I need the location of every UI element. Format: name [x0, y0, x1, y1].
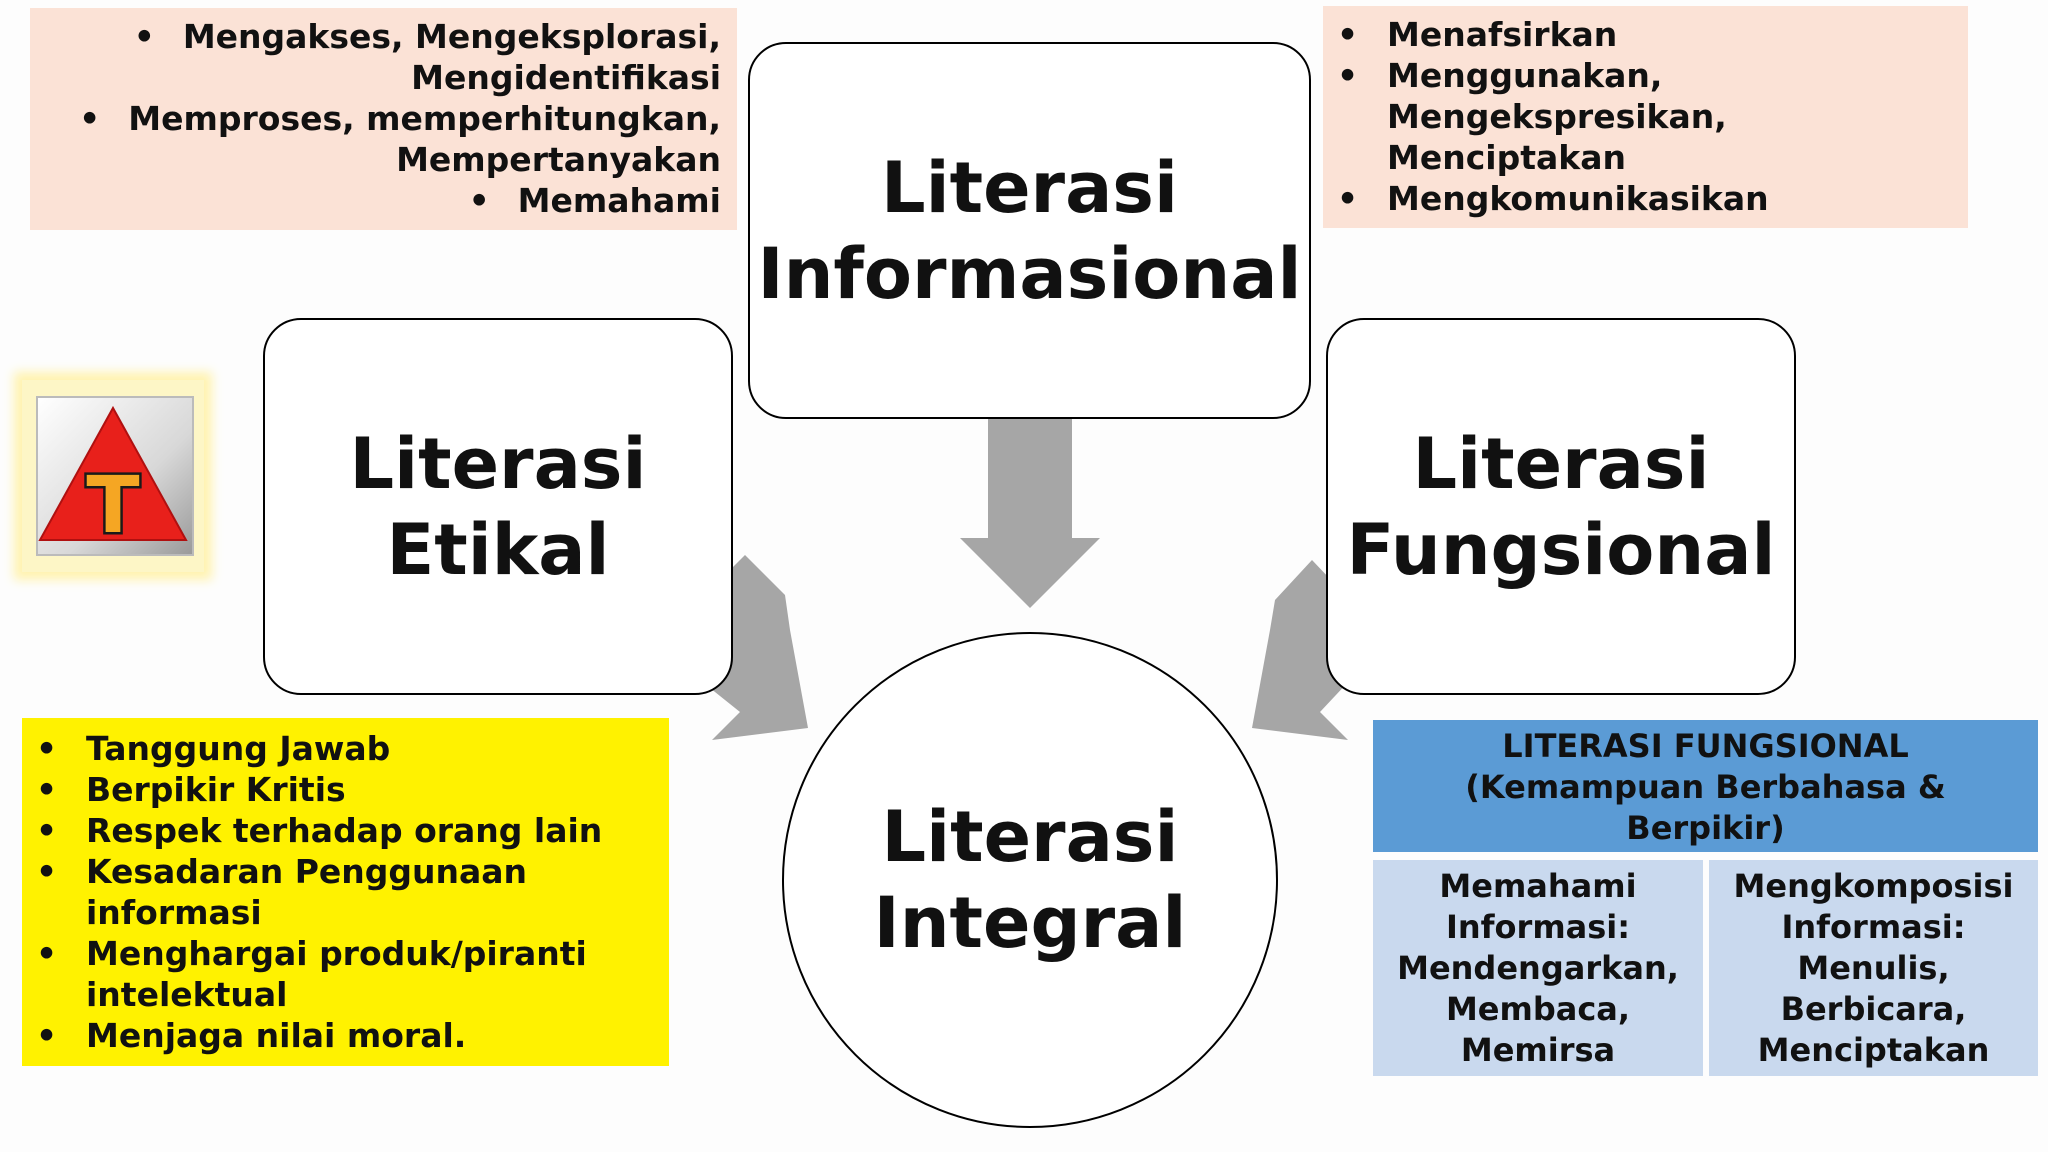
literasi-fungsional-box: Literasi Fungsional	[1326, 318, 1796, 695]
ethics-value-text: Tanggung Jawab	[86, 729, 391, 768]
function-skill-item: • Mengkomunikasikan	[1337, 178, 1968, 219]
function-skill-text: Mengekspresikan,	[1387, 97, 1727, 136]
bullet-icon: •	[133, 17, 155, 56]
table-line: (Kemampuan Berbahasa &	[1465, 768, 1946, 806]
ethics-value-text: Berpikir Kritis	[86, 770, 346, 809]
function-skill-item: • Menggunakan,	[1337, 55, 1968, 96]
concept-line1: Literasi	[349, 422, 647, 505]
concept-line1: Literasi	[1412, 422, 1710, 505]
literasi-integral-circle: Literasi Integral	[782, 632, 1278, 1128]
ethics-value-item: • Berpikir Kritis	[36, 769, 669, 810]
function-skills-box: • Menafsirkan • Menggunakan,Mengekspresikan…	[1323, 6, 1968, 228]
bullet-icon: •	[79, 99, 101, 138]
info-skill-item: • Mengakses, Mengeksplorasi,	[30, 16, 721, 57]
table-line: Mengkomposisi	[1733, 867, 2014, 905]
bullet-icon: •	[36, 934, 58, 973]
bullet-icon: •	[36, 770, 58, 809]
concept-line1: Literasi	[881, 796, 1179, 878]
info-skill-text: Memahami	[517, 181, 721, 220]
ethics-value-item: • Tanggung Jawab	[36, 728, 669, 769]
ethics-value-text: Menghargai produk/piranti	[86, 934, 587, 973]
ethics-values-box: • Tanggung Jawab • Berpikir Kritis • Respek t…	[22, 718, 669, 1066]
bullet-icon: •	[1337, 179, 1359, 218]
concept-line2: Informasional	[757, 232, 1302, 315]
table-line: Membaca,	[1445, 990, 1631, 1028]
bullet-icon: •	[36, 1016, 58, 1055]
ethics-value-item: intelektual	[36, 974, 669, 1015]
concept-line2: Integral	[873, 882, 1187, 964]
function-skill-text: Menafsirkan	[1387, 15, 1618, 54]
function-skill-item: • Menafsirkan	[1337, 14, 1968, 55]
bullet-icon: •	[1337, 15, 1359, 54]
ethics-value-text: Respek terhadap orang lain	[86, 811, 603, 850]
arrow-down	[960, 418, 1100, 608]
info-skill-item: Mengidentifikasi	[30, 57, 721, 98]
concept-line2: Etikal	[386, 508, 610, 591]
logo-letter: T	[86, 461, 139, 551]
info-skill-item: Mempertanyakan	[30, 139, 721, 180]
info-skill-item: • Memahami	[30, 180, 721, 221]
function-skill-item: Mengekspresikan,	[1337, 96, 1968, 137]
bullet-icon: •	[1337, 56, 1359, 95]
bullet-icon: •	[36, 811, 58, 850]
concept-line2: Fungsional	[1346, 508, 1776, 591]
ethics-value-item: • Menjaga nilai moral.	[36, 1015, 669, 1056]
table-line: LITERASI FUNGSIONAL	[1502, 727, 1909, 765]
table-line: Menulis,	[1797, 949, 1950, 987]
table-line: Informasi:	[1445, 908, 1631, 946]
table-line: Informasi:	[1781, 908, 1966, 946]
literasi-etikal-box: Literasi Etikal	[263, 318, 733, 695]
ethics-values-list: • Tanggung Jawab • Berpikir Kritis • Respek t…	[22, 718, 669, 1056]
function-skills-list: • Menafsirkan • Menggunakan,Mengekspresikan…	[1323, 6, 1968, 219]
info-skill-text: Mengidentifikasi	[411, 58, 721, 97]
info-skills-box: • Mengakses, Mengeksplorasi,Mengidentifik…	[30, 8, 737, 230]
info-skill-text: Memproses, memperhitungkan,	[128, 99, 721, 138]
logo: T	[22, 380, 204, 572]
arrow-right-diagonal	[1252, 560, 1350, 740]
literasi-fungsional-table: LITERASI FUNGSIONAL(Kemampuan Berbahasa …	[1373, 720, 2038, 1076]
table-line: Memahami	[1439, 867, 1637, 905]
bullet-icon: •	[468, 181, 490, 220]
function-skill-text: Menciptakan	[1387, 138, 1626, 177]
ethics-value-text: Menjaga nilai moral.	[86, 1016, 467, 1055]
ethics-value-item: informasi	[36, 892, 669, 933]
ethics-value-item: • Respek terhadap orang lain	[36, 810, 669, 851]
table-line: Menciptakan	[1757, 1031, 1990, 1069]
info-skill-item: • Memproses, memperhitungkan,	[30, 98, 721, 139]
literasi-informasional-box: Literasi Informasional	[748, 42, 1311, 419]
ethics-value-item: • Menghargai produk/piranti	[36, 933, 669, 974]
concept-line1: Literasi	[881, 146, 1178, 229]
ethics-value-text: informasi	[86, 893, 262, 932]
ethics-value-text: Kesadaran Penggunaan	[86, 852, 528, 891]
table-line: Mendengarkan,	[1397, 949, 1679, 987]
info-skill-text: Mengakses, Mengeksplorasi,	[182, 17, 721, 56]
info-skills-list: • Mengakses, Mengeksplorasi,Mengidentifik…	[30, 8, 737, 221]
function-skill-item: Menciptakan	[1337, 137, 1968, 178]
table-line: Berpikir)	[1626, 809, 1785, 847]
table-header: LITERASI FUNGSIONAL(Kemampuan Berbahasa …	[1373, 720, 2038, 852]
table-line: Berbicara,	[1780, 990, 1967, 1028]
ethics-value-text: intelektual	[86, 975, 288, 1014]
info-skill-text: Mempertanyakan	[396, 140, 721, 179]
function-skill-text: Mengkomunikasikan	[1387, 179, 1769, 218]
logo-triangle-icon: T	[38, 405, 188, 552]
bullet-icon: •	[36, 852, 58, 891]
ethics-value-item: • Kesadaran Penggunaan	[36, 851, 669, 892]
function-skill-text: Menggunakan,	[1387, 56, 1663, 95]
bullet-icon: •	[36, 729, 58, 768]
table-line: Memirsa	[1460, 1031, 1616, 1069]
